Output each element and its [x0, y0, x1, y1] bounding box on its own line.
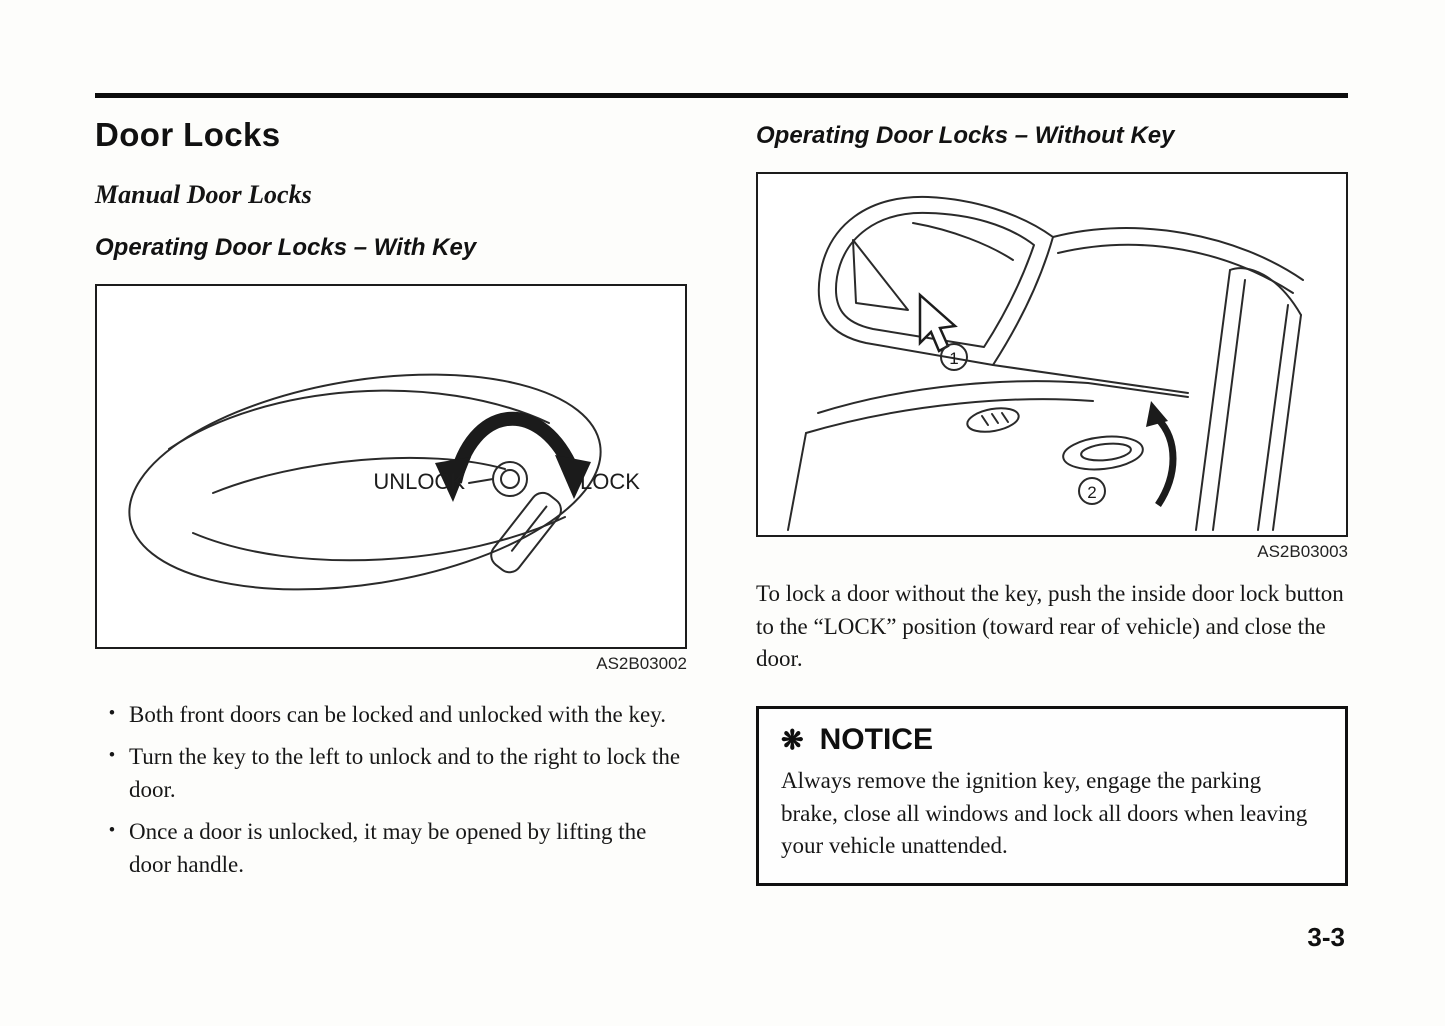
door-handle-outline [128, 373, 602, 591]
notice-title-text: NOTICE [819, 722, 933, 756]
notice-body: Always remove the ignition key, engage t… [781, 767, 1308, 859]
bullet-icon: • [108, 703, 116, 724]
bullet-text: Once a door is unlocked, it may be opene… [129, 819, 647, 878]
door-interior-illustration: 1 2 [787, 195, 1304, 531]
pointer-arrow-icon [918, 292, 958, 353]
window-outline [817, 195, 1054, 366]
turn-arrow-icon [435, 411, 591, 502]
subsection-title: Manual Door Locks [95, 180, 312, 209]
bullet-icon: • [108, 745, 116, 767]
notice-title: ❋ NOTICE [781, 723, 1323, 757]
callout-2: 2 [1078, 477, 1106, 505]
bullet-icon: • [108, 820, 116, 842]
figure-caption: AS2B03002 [596, 654, 687, 673]
page-top-rule [95, 93, 1348, 98]
push-arrow-icon [1146, 401, 1177, 507]
figure-caption: AS2B03003 [1257, 542, 1348, 561]
list-item: • Turn the key to the left to unlock and… [95, 740, 687, 806]
door-lock-button [966, 407, 1020, 433]
unlock-label: UNLOCK [373, 469, 465, 494]
section-heading-with-key: Operating Door Locks – With Key [95, 234, 477, 261]
body-paragraph: To lock a door without the key, push the… [756, 581, 1344, 672]
right-column: Operating Door Locks – Without Key [756, 116, 1348, 886]
inside-door-handle [1062, 435, 1144, 471]
door-body-lines [787, 364, 1189, 531]
page-number: 3-3 [1307, 922, 1345, 952]
callout-1-number: 1 [949, 349, 958, 368]
pillar-lines [1052, 227, 1304, 531]
callout-2-number: 2 [1087, 483, 1096, 502]
figure-door-handle-key: UNLOCK LOCK [95, 284, 687, 649]
door-handle-key-illustration: UNLOCK LOCK [128, 373, 640, 591]
lock-label: LOCK [580, 469, 640, 494]
section-heading-without-key: Operating Door Locks – Without Key [756, 122, 1175, 149]
callout-1: 1 [940, 343, 968, 371]
page-title: Door Locks [95, 116, 281, 153]
key-icon [490, 461, 562, 574]
list-item: • Once a door is unlocked, it may be ope… [95, 815, 687, 881]
asterisk-icon: ❋ [781, 725, 804, 756]
notice-box: ❋ NOTICE Always remove the ignition key,… [756, 705, 1348, 886]
figure-door-interior: 1 2 [756, 172, 1348, 537]
bullet-text: Both front doors can be locked and unloc… [129, 702, 666, 727]
list-item: • Both front doors can be locked and unl… [95, 698, 687, 731]
bullet-text: Turn the key to the left to unlock and t… [129, 744, 681, 803]
bullet-list: • Both front doors can be locked and unl… [95, 698, 687, 882]
left-column: Door Locks Manual Door Locks Operating D… [95, 116, 687, 891]
